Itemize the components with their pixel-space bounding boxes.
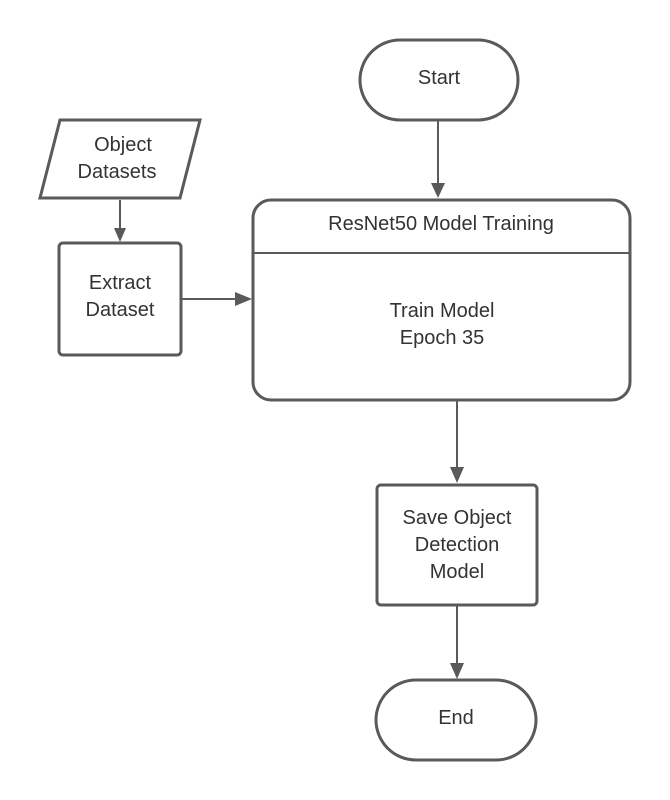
- edges: [114, 120, 464, 679]
- training-container-shape: [251, 198, 632, 402]
- extract-dataset-label-line2: Dataset: [86, 299, 155, 321]
- save-model-label-line2: Detection: [415, 534, 500, 556]
- object-datasets-label-line2: Datasets: [78, 161, 157, 183]
- save-model-shape: [375, 483, 539, 607]
- training-container-node: ResNet50 Model Training Train Model Epoc…: [251, 198, 632, 402]
- end-label: End: [438, 707, 474, 729]
- edge-start-to-training: [431, 120, 445, 198]
- save-model-node: Save Object Detection Model: [375, 483, 539, 607]
- save-model-label-line3: Model: [430, 561, 484, 583]
- extract-dataset-node: Extract Dataset: [57, 241, 183, 357]
- extract-dataset-label-line1: Extract: [89, 272, 152, 294]
- object-datasets-label-line1: Object: [94, 134, 152, 156]
- start-label: Start: [418, 67, 461, 89]
- extract-dataset-shape: [57, 241, 183, 357]
- end-node: End: [374, 678, 538, 762]
- edge-training-to-save: [450, 400, 464, 483]
- training-container-label-line1: Train Model: [390, 300, 495, 322]
- save-model-label-line1: Save Object: [403, 507, 512, 529]
- end-terminal-shape: [374, 678, 538, 762]
- edge-extract-to-training: [182, 292, 252, 306]
- training-container-label-line2: Epoch 35: [400, 327, 485, 349]
- start-terminal-shape: [358, 38, 520, 122]
- training-container-header: ResNet50 Model Training: [328, 213, 554, 235]
- object-datasets-shape: [38, 118, 202, 200]
- edge-datasets-to-extract: [114, 200, 126, 242]
- start-node: Start: [358, 38, 520, 122]
- edge-save-to-end: [450, 606, 464, 679]
- object-datasets-node: Object Datasets: [38, 118, 202, 200]
